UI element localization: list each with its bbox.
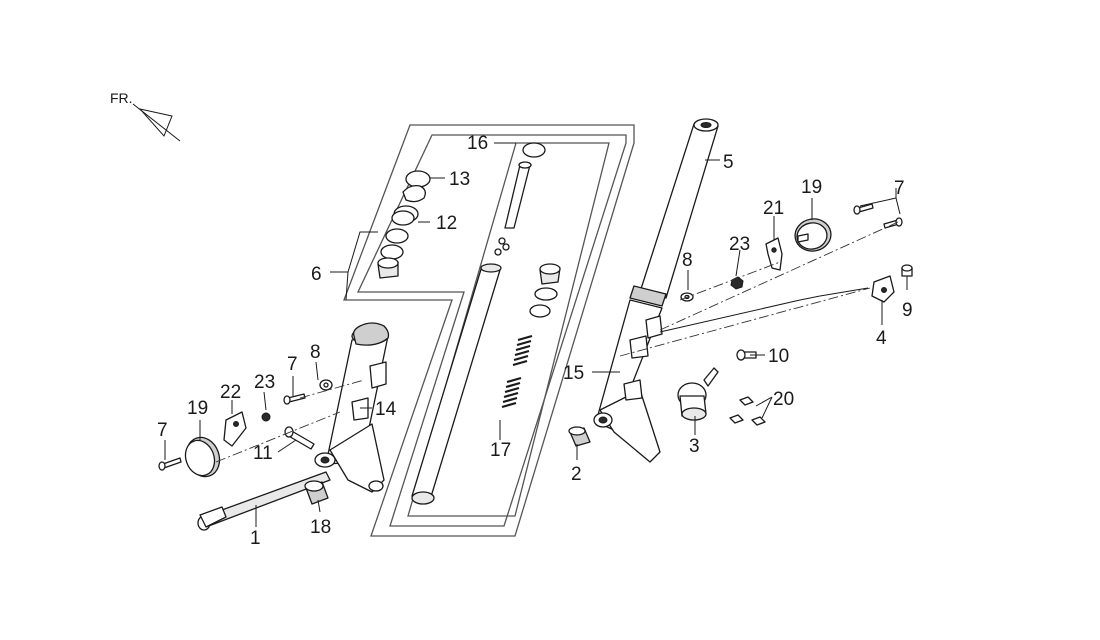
- right-assembly-line-2: [679, 261, 781, 301]
- callout-7-right: 7: [894, 178, 905, 199]
- callout-12: 12: [436, 213, 457, 234]
- right-collar: [568, 426, 591, 447]
- callout-14: 14: [375, 399, 397, 420]
- bolt-9: [901, 264, 913, 277]
- hose-clip: [871, 275, 895, 303]
- left-reflector-bracket: [223, 411, 247, 447]
- callout-2: 2: [571, 464, 582, 485]
- right-reflector: [794, 218, 832, 252]
- left-assembly-line: [215, 411, 341, 463]
- middle-left-screw: [283, 393, 306, 405]
- callout-4: 4: [876, 328, 887, 349]
- front-axle: [197, 471, 331, 531]
- callout-11: 11: [253, 443, 273, 464]
- callout-10: 10: [768, 346, 789, 367]
- right-nut: [730, 276, 744, 290]
- callout-13: 13: [449, 169, 470, 190]
- callout-15: 15: [563, 363, 584, 384]
- left-nut: [261, 412, 271, 422]
- callout-labels: 1 2 3 4 5 6 7 7 7 8 8 9 10 11 12 13 14 1…: [157, 133, 913, 549]
- left-screw: [158, 457, 182, 471]
- left-fork-outer-tube: [314, 322, 390, 493]
- callout-7-middle: 7: [287, 354, 298, 375]
- bolt-10: [736, 349, 757, 361]
- fr-arrow-head: [138, 108, 173, 137]
- right-outer-tube: [593, 285, 667, 463]
- callout-8-left: 8: [310, 342, 321, 363]
- fr-label: FR.: [110, 90, 133, 106]
- leader-lines: [164, 142, 908, 527]
- callout-1: 1: [250, 528, 261, 549]
- speedometer-gear-box: [677, 367, 719, 421]
- axle-collar: [304, 480, 329, 505]
- callout-20: 20: [773, 389, 794, 410]
- callout-3: 3: [689, 436, 700, 457]
- front-direction-marker: FR.: [110, 90, 181, 142]
- callout-19-right: 19: [801, 177, 822, 198]
- left-assembly-line-2: [299, 379, 365, 399]
- callout-9: 9: [902, 300, 913, 321]
- callout-23-left: 23: [254, 372, 275, 393]
- callout-8-right: 8: [682, 250, 693, 271]
- callout-5: 5: [723, 152, 734, 173]
- callout-18: 18: [310, 517, 331, 538]
- right-inner-tube: [639, 118, 719, 299]
- left-reflector: [184, 436, 221, 478]
- callout-7-left: 7: [157, 420, 168, 441]
- kit-outer-frame: [343, 124, 635, 537]
- callout-22: 22: [220, 382, 241, 403]
- right-assembly-line: [659, 221, 899, 331]
- left-washer: [319, 379, 333, 391]
- callout-19-left: 19: [187, 398, 208, 419]
- callout-17: 17: [490, 440, 511, 461]
- kit-middle-frame: [356, 134, 627, 527]
- fork-springs: [501, 334, 533, 409]
- right-screws: [853, 203, 903, 229]
- callout-6: 6: [311, 264, 322, 285]
- right-reflector-bracket: [765, 237, 783, 271]
- callout-21: 21: [763, 198, 784, 219]
- callout-16: 16: [467, 133, 488, 154]
- right-assembly-line-3: [619, 287, 871, 357]
- inner-bushings: [529, 263, 561, 318]
- callout-23-right: 23: [729, 234, 750, 255]
- left-bolt: [284, 426, 315, 450]
- inner-fork-tube: [411, 263, 502, 505]
- damper-rod: [494, 142, 546, 256]
- fork-seal-set: [377, 170, 431, 279]
- nut-set-20: [729, 396, 766, 426]
